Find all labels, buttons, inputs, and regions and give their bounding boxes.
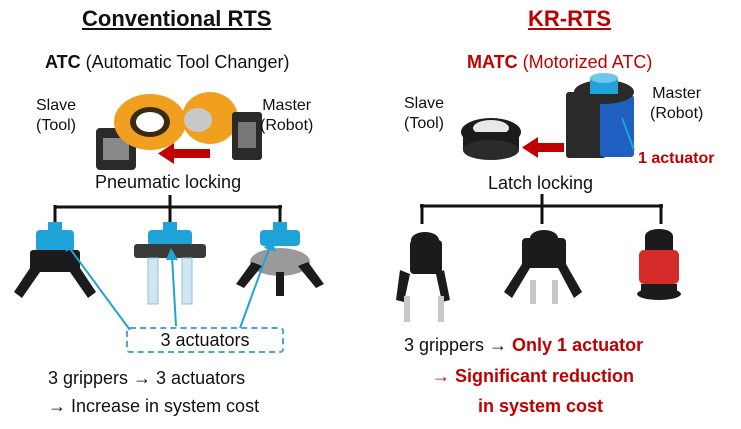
- matc-master-robot: [566, 73, 634, 158]
- left-slave-label: Slave (Tool): [36, 96, 76, 136]
- right-slave-line2: (Tool): [404, 115, 445, 132]
- right-summary-line1: 3 grippers → Only 1 actuator: [404, 335, 643, 356]
- right-slave-line1: Slave: [404, 95, 445, 112]
- left-slave-line1: Slave: [36, 97, 77, 114]
- left-subtitle-bold: ATC: [45, 52, 81, 72]
- right-subtitle: MATC (Motorized ATC): [467, 52, 652, 73]
- left-bracket: [53, 195, 282, 226]
- left-master-line1: Master: [262, 97, 312, 114]
- left-title: Conventional RTS: [82, 6, 272, 31]
- right-master-line2: (Robot): [650, 105, 704, 122]
- callout-arrows: [64, 239, 276, 331]
- gripper-left-2: [134, 222, 206, 305]
- gripper-right-1: [396, 232, 450, 322]
- left-slave-line2: (Tool): [36, 117, 77, 134]
- left-master-line2: (Robot): [260, 117, 314, 134]
- right-locking: Latch locking: [488, 173, 594, 193]
- atc-master-robot: [182, 92, 262, 160]
- right-actuator-note: 1 actuator: [638, 150, 715, 167]
- right-bracket: [420, 194, 663, 224]
- right-master-label: Master (Robot): [650, 84, 703, 124]
- left-summary-line1: 3 grippers → 3 actuators: [48, 368, 246, 388]
- atc-arrow: [158, 143, 210, 164]
- right-subtitle-bold: MATC: [467, 52, 518, 72]
- actuators-callout: 3 actuators: [126, 327, 284, 353]
- right-summary-line3: in system cost: [478, 396, 604, 416]
- right-subtitle-rest: (Motorized ATC): [517, 52, 653, 72]
- gripper-left-1: [14, 222, 96, 298]
- matc-slave-tool: [461, 118, 521, 160]
- gripper-left-3: [236, 222, 324, 296]
- left-locking: Pneumatic locking: [95, 172, 242, 192]
- left-summary-line2: → Increase in system cost: [48, 396, 260, 416]
- matc-arrow: [522, 137, 564, 158]
- left-master-label: Master (Robot): [260, 96, 313, 136]
- right-title: KR-RTS: [528, 6, 612, 31]
- matc-actuator-pointer: [621, 117, 635, 151]
- gripper-right-3: [637, 229, 681, 300]
- right-summary-highlight: Only 1 actuator: [512, 335, 644, 355]
- atc-slave-tool: [96, 94, 186, 170]
- right-slave-label: Slave (Tool): [404, 94, 444, 134]
- left-subtitle-rest: (Automatic Tool Changer): [80, 52, 290, 72]
- right-summary-prefix: 3 grippers →: [404, 335, 513, 355]
- right-summary-line2: → Significant reduction: [432, 366, 635, 386]
- left-subtitle: ATC (Automatic Tool Changer): [45, 52, 289, 73]
- gripper-right-2: [504, 230, 582, 304]
- right-master-line1: Master: [652, 85, 702, 102]
